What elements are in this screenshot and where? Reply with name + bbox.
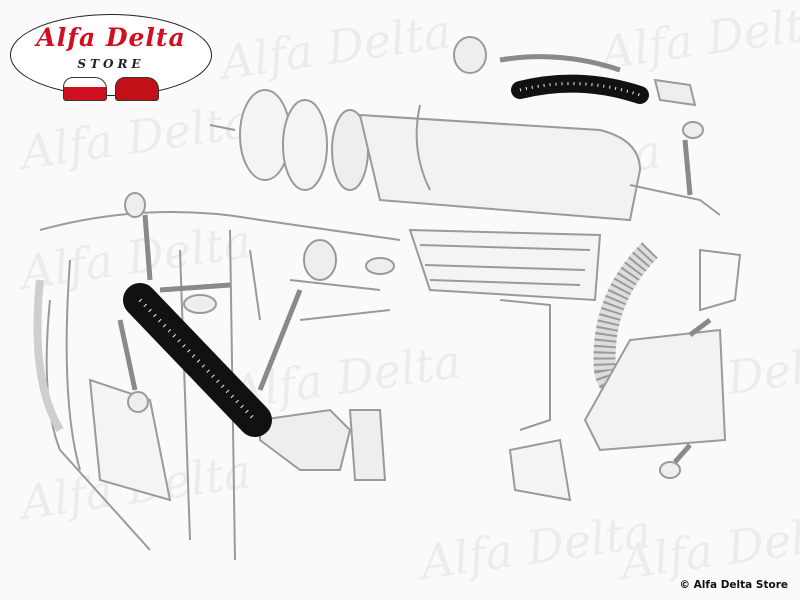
engine-outline [33,36,742,561]
logo-subtitle: STORE [77,57,145,71]
car-icon [115,77,159,101]
hose-texture [519,82,641,97]
logo-title: Alfa Delta [36,23,186,52]
car-icon [63,77,107,101]
main-hose[interactable] [123,283,272,437]
callout-arrows [117,54,712,464]
copyright: © Alfa Delta Store [679,579,788,591]
alfa-delta-store-logo[interactable]: Alfa Delta STORE [10,14,212,101]
